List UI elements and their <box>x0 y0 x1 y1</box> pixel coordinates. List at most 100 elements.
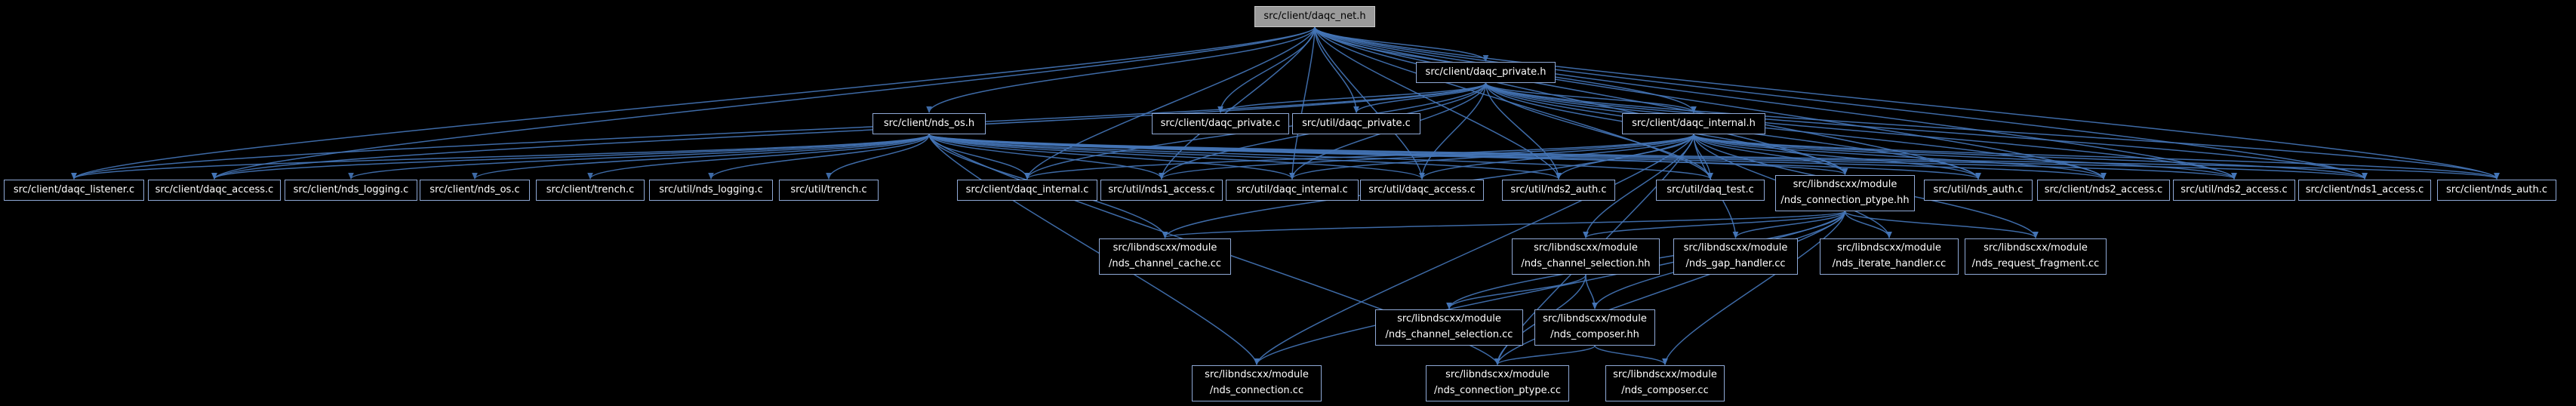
include-edge <box>211 26 1316 180</box>
graph-node-label: src/client/nds_logging.c <box>293 183 409 195</box>
include-edge <box>71 134 930 180</box>
graph-node-label: src/client/nds_os.h <box>883 117 975 129</box>
graph-node-daqc_internal_h[interactable]: src/client/daqc_internal.h <box>1622 113 1765 134</box>
include-edge <box>1844 211 1892 238</box>
graph-node-util_daq_test_c[interactable]: src/util/daq_test.c <box>1656 180 1765 201</box>
graph-node-label: /nds_channel_cache.cc <box>1108 258 1221 269</box>
include-edge <box>708 134 930 180</box>
graph-node-util_trench_c[interactable]: src/util/trench.c <box>779 180 879 201</box>
include-edge <box>1732 211 1846 238</box>
graph-node-label: src/util/daq_test.c <box>1667 183 1754 195</box>
graph-node-label: src/util/daqc_private.c <box>1302 117 1411 129</box>
graph-node-client_daqc_internal_c[interactable]: src/client/daqc_internal.c <box>957 180 1097 201</box>
graph-node-util_daqc_internal_c[interactable]: src/util/daqc_internal.c <box>1226 180 1359 201</box>
graph-node-client_daqc_private_c[interactable]: src/client/daqc_private.c <box>1152 113 1289 134</box>
graph-node-daqc_private_h[interactable]: src/client/daqc_private.h <box>1416 62 1556 83</box>
graph-node-label: src/libndscxx/module <box>1534 242 1638 254</box>
graph-node-nds_request_fragment_cc[interactable]: src/libndscxx/module/nds_request_fragmen… <box>1965 238 2107 275</box>
include-edge <box>1314 26 1562 180</box>
graph-node-label: /nds_composer.cc <box>1621 385 1709 396</box>
graph-node-util_nds1_access_c[interactable]: src/util/nds1_access.c <box>1100 180 1223 201</box>
graph-node-label: /nds_gap_handler.cc <box>1685 258 1786 269</box>
include-edge <box>928 134 1030 180</box>
include-edge <box>1024 134 1694 180</box>
include-edge <box>1494 345 1596 365</box>
graph-node-client_nds_auth_c[interactable]: src/client/nds_auth.c <box>2437 180 2556 201</box>
graph-node-nds_composer_hh[interactable]: src/libndscxx/module/nds_composer.hh <box>1534 309 1655 346</box>
graph-node-label: /nds_channel_selection.cc <box>1385 329 1513 340</box>
graph-node-client_daqc_listener_c[interactable]: src/client/daqc_listener.c <box>4 180 144 201</box>
include-edge <box>472 134 930 180</box>
include-edge <box>1419 134 1694 180</box>
graph-node-nds_connection_cc[interactable]: src/libndscxx/module/nds_connection.cc <box>1192 365 1322 401</box>
include-edge <box>1693 134 2500 180</box>
graph-node-label: src/util/nds_logging.c <box>659 183 763 195</box>
graph-node-nds_channel_selection_cc[interactable]: src/libndscxx/module/nds_channel_selecti… <box>1375 309 1523 346</box>
include-edge <box>1314 26 2500 180</box>
graph-node-client_trench_c[interactable]: src/client/trench.c <box>536 180 645 201</box>
graph-node-label: src/client/daqc_private.c <box>1160 117 1281 129</box>
include-edge <box>928 134 1713 180</box>
graph-node-util_daqc_private_c[interactable]: src/util/daqc_private.c <box>1292 113 1420 134</box>
include-edge <box>1314 26 2368 180</box>
include-edge <box>1485 82 1562 180</box>
graph-node-label: /nds_composer.hh <box>1550 329 1639 340</box>
graph-node-label: src/libndscxx/module <box>1793 179 1897 191</box>
include-edge <box>1693 134 2368 180</box>
graph-node-nds_os_h[interactable]: src/client/nds_os.h <box>873 113 986 134</box>
graph-node-nds_connection_ptype_cc[interactable]: src/libndscxx/module/nds_connection_ptyp… <box>1426 365 1569 401</box>
graph-node-label: src/libndscxx/module <box>1397 313 1501 325</box>
include-edge <box>211 134 930 180</box>
graph-node-label: src/util/daqc_internal.c <box>1236 183 1348 195</box>
include-edge <box>1254 134 1694 365</box>
graph-node-label: src/client/daqc_listener.c <box>13 183 135 195</box>
graph-node-nds_channel_selection_hh[interactable]: src/libndscxx/module/nds_channel_selecti… <box>1512 238 1660 275</box>
graph-node-label: src/client/daqc_internal.h <box>1632 117 1756 129</box>
graph-node-label: /nds_connection.cc <box>1209 385 1304 396</box>
include-edge <box>71 26 1316 180</box>
graph-node-util_nds_auth_c[interactable]: src/util/nds_auth.c <box>1924 180 2033 201</box>
include-edge <box>928 134 1165 180</box>
include-edge <box>1419 82 1487 180</box>
graph-node-label: /nds_connection_ptype.cc <box>1434 385 1561 396</box>
graph-node-daqc_net_h[interactable]: src/client/daqc_net.h <box>1254 6 1375 27</box>
graph-node-label: src/client/nds_os.c <box>429 183 520 195</box>
graph-node-client_nds_os_c[interactable]: src/client/nds_os.c <box>420 180 530 201</box>
include-edge <box>1254 211 1846 365</box>
graph-node-label: src/libndscxx/module <box>1837 242 1941 254</box>
include-edge <box>1585 274 1598 309</box>
graph-node-nds_gap_handler_cc[interactable]: src/libndscxx/module/nds_gap_handler.cc <box>1673 238 1798 275</box>
include-edge <box>1693 134 2237 180</box>
graph-node-client_nds_logging_c[interactable]: src/client/nds_logging.c <box>285 180 417 201</box>
graph-node-util_nds_logging_c[interactable]: src/util/nds_logging.c <box>649 180 773 201</box>
graph-node-label: /nds_iterate_handler.cc <box>1832 258 1947 269</box>
include-edge <box>211 82 1487 180</box>
graph-node-nds_composer_cc[interactable]: src/libndscxx/module/nds_composer.cc <box>1605 365 1725 401</box>
graph-node-client_nds2_access_c[interactable]: src/client/nds2_access.c <box>2037 180 2170 201</box>
include-edge <box>1693 134 1848 175</box>
graph-node-nds_connection_ptype_hh[interactable]: src/libndscxx/module/nds_connection_ptyp… <box>1775 175 1915 211</box>
graph-node-label: src/client/daqc_internal.c <box>965 183 1089 195</box>
graph-node-nds_channel_cache_cc[interactable]: src/libndscxx/module/nds_channel_cache.c… <box>1099 238 1231 275</box>
include-edge <box>1693 134 1981 180</box>
include-edge <box>1583 211 1846 238</box>
graph-node-label: src/libndscxx/module <box>1445 369 1550 381</box>
graph-node-label: src/client/daqc_access.c <box>155 183 274 195</box>
include-edge <box>1485 82 1697 113</box>
include-edge <box>1594 345 1668 365</box>
graph-node-client_nds1_access_c[interactable]: src/client/nds1_access.c <box>2298 180 2431 201</box>
graph-node-util_nds2_access_c[interactable]: src/util/nds2_access.c <box>2173 180 2295 201</box>
graph-node-util_nds2_auth_c[interactable]: src/util/nds2_auth.c <box>1502 180 1615 201</box>
include-edge <box>928 134 1981 180</box>
graph-node-label: src/libndscxx/module <box>1113 242 1217 254</box>
graph-node-client_daqc_access_c[interactable]: src/client/daqc_access.c <box>148 180 281 201</box>
graph-node-nds_iterate_handler_cc[interactable]: src/libndscxx/module/nds_iterate_handler… <box>1820 238 1959 275</box>
include-edge <box>1844 211 2039 238</box>
graph-node-label: src/libndscxx/module <box>1683 242 1788 254</box>
graph-node-label: /nds_connection_ptype.hh <box>1780 195 1910 206</box>
graph-node-util_daqc_access_c[interactable]: src/util/daqc_access.c <box>1360 180 1484 201</box>
graph-node-label: src/libndscxx/module <box>1205 369 1309 381</box>
graph-node-label: /nds_channel_selection.hh <box>1521 258 1651 269</box>
